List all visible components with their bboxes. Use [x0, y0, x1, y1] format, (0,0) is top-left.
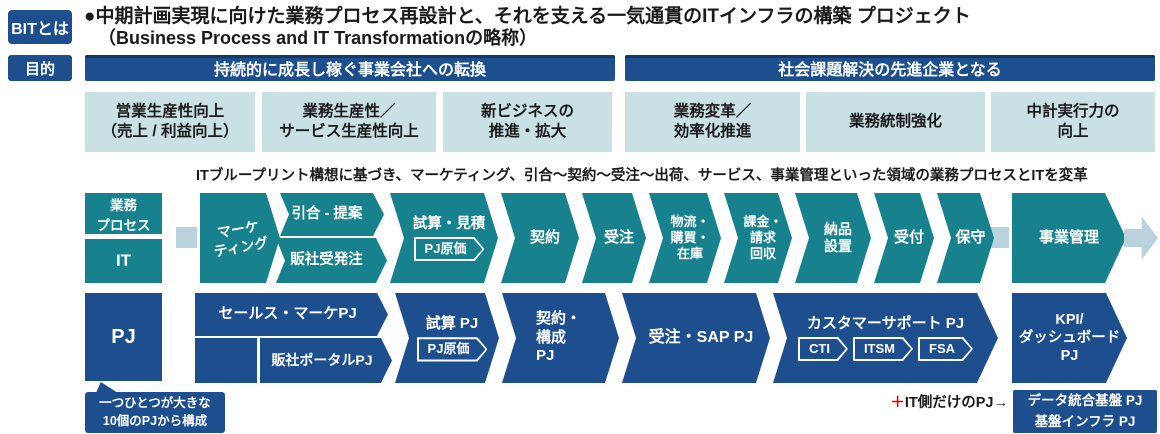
process-step-estimate: 試算・見積 PJ原価	[390, 193, 498, 283]
connector-square-right	[988, 227, 1009, 248]
pj-cost-chip-process: PJ原価	[414, 237, 485, 261]
pj-band-filler	[195, 338, 257, 383]
lane-label-pj: PJ	[85, 293, 162, 381]
goal-banner-right: 社会課題解決の先進企業となる	[625, 55, 1155, 81]
process-step-maintenance: 保守	[937, 193, 994, 283]
process-step-order: 受注	[582, 193, 646, 283]
purpose-label: 目的	[8, 55, 72, 81]
process-step-reception: 受付	[874, 193, 934, 283]
pj-estimate-label: 試算 PJ	[425, 314, 479, 332]
cs-sub-cti-label: CTI	[800, 339, 846, 359]
it-only-plus-sign: ＋	[890, 395, 905, 411]
pj-estimate: 試算 PJ PJ原価	[395, 293, 499, 383]
process-step-inquiry-proposal: 引合 - 提案	[280, 193, 384, 236]
cs-sub-itsm: ITSM	[853, 337, 913, 361]
pj-contract-config: 契約・ 構成 PJ	[502, 293, 619, 383]
pj-dealer-portal: 販社ポータルPJ	[260, 338, 392, 383]
pj-sales-marketing: セールス・マーケPJ	[195, 293, 388, 336]
title-line-1: ●中期計画実現に向けた業務プロセス再設計と、それを支える一気通貫のITインフラの…	[84, 6, 971, 27]
process-step-marketing-label: マーケ ティング	[212, 217, 270, 259]
cs-sub-cti: CTI	[798, 337, 848, 361]
bit-label: BITとは	[8, 10, 72, 44]
lane-label-it: IT	[85, 239, 162, 283]
process-step-estimate-label: 試算・見積	[412, 215, 486, 232]
blueprint-note: ITブループリント構想に基づき、マーケティング、引合〜契約〜受注〜出荷、サービス…	[196, 168, 1088, 184]
process-step-billing: 課金・ 請求 回収	[724, 193, 792, 283]
pj-order-sap: 受注・SAP PJ	[622, 293, 770, 383]
cs-sub-fsa: FSA	[918, 337, 973, 361]
pj-customer-support-label: カスタマーサポート PJ	[806, 315, 965, 332]
cs-sub-itsm-label: ITSM	[855, 339, 911, 359]
objective-governance: 業務統制強化	[806, 92, 985, 152]
pj-customer-support-subprojects: CTI ITSM FSA	[798, 337, 973, 361]
connector-square-left	[176, 227, 197, 248]
pj-cost-chip-pj: PJ原価	[417, 337, 488, 361]
pj-kpi-dashboard: KPI/ ダッシュボード PJ	[1012, 293, 1127, 383]
process-step-contract: 契約	[501, 193, 579, 283]
pj-customer-support: カスタマーサポート PJ CTI ITSM FSA	[773, 293, 998, 383]
process-step-business-management: 事業管理	[1012, 193, 1126, 283]
lane-label-business-process: 業務 プロセス	[85, 193, 162, 234]
flow-continue-arrow-icon	[1124, 216, 1158, 260]
bubble-pointer	[96, 382, 118, 393]
pj-count-callout: 一つひとつが大きな 10個のPJから構成	[85, 392, 225, 433]
it-only-pj-box: データ統合基盤 PJ 基盤インフラ PJ	[1013, 390, 1157, 433]
title-line-2: （Business Process and IT Transformationの…	[98, 28, 538, 49]
process-step-delivery: 納品 設置	[795, 193, 871, 283]
objective-new-business: 新ビジネスの 推進・拡大	[443, 92, 612, 152]
process-step-dealer-orders: 販社受発注	[276, 238, 387, 283]
pj-cost-chip-process-label: PJ原価	[416, 239, 483, 259]
process-step-logistics: 物流・ 購買・ 在庫	[649, 193, 721, 283]
objective-execution: 中計実行力の 向上	[991, 92, 1155, 152]
goal-banner-left: 持続的に成長し稼ぐ事業会社への転換	[85, 55, 615, 81]
objective-process-reform: 業務変革／ 効率化推進	[625, 92, 800, 152]
pj-cost-chip-pj-label: PJ原価	[419, 339, 486, 359]
objective-service-productivity: 業務生産性／ サービス生産性向上	[262, 92, 436, 152]
process-step-marketing: マーケ ティング	[200, 193, 280, 283]
page-title: ●中期計画実現に向けた業務プロセス再設計と、それを支える一気通貫のITインフラの…	[84, 5, 1156, 50]
it-only-text: IT側だけのPJ→	[904, 395, 1008, 411]
cs-sub-fsa-label: FSA	[920, 339, 971, 359]
objective-sales-productivity: 営業生産性向上 （売上 / 利益向上）	[85, 92, 255, 152]
it-only-note: ＋IT側だけのPJ→	[850, 391, 1008, 412]
